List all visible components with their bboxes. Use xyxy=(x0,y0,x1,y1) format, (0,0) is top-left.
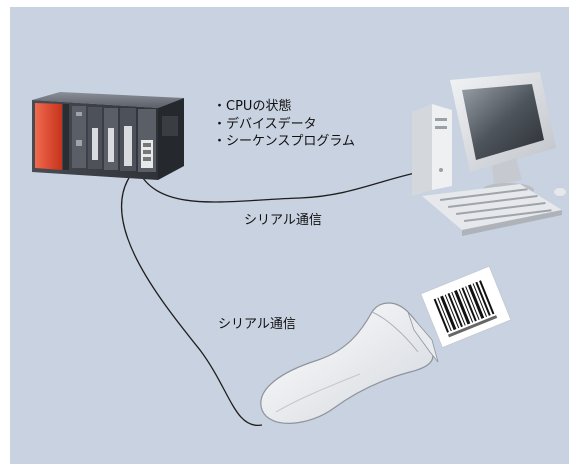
link-label-plc-to-scanner: シリアル通信 xyxy=(218,317,296,332)
info-item: ・デバイスデータ xyxy=(213,116,355,134)
bullet: ・ xyxy=(213,134,227,149)
plc-icon xyxy=(32,92,184,180)
bullet: ・ xyxy=(213,116,227,132)
link-label-plc-to-pc: シリアル通信 xyxy=(244,213,322,228)
info-item: ・CPUの状態 xyxy=(213,98,355,116)
info-item: ・シーケンスプログラム xyxy=(213,133,355,151)
device-info-list: ・CPUの状態 ・デバイスデータ ・シーケンスプログラム xyxy=(213,98,355,151)
info-item-cpu-status: CPUの状態 xyxy=(226,99,292,114)
info-item-sequence-program: シーケンスプログラム xyxy=(226,134,355,149)
barcode-scanner-icon xyxy=(260,302,439,424)
info-item-device-data: デバイスデータ xyxy=(226,116,317,132)
cable-plc-to-pc xyxy=(137,169,421,203)
bullet: ・ xyxy=(213,99,227,114)
cable-plc-to-scanner xyxy=(120,171,263,426)
barcode-label-icon xyxy=(419,265,512,349)
desktop-computer-icon xyxy=(412,72,566,236)
